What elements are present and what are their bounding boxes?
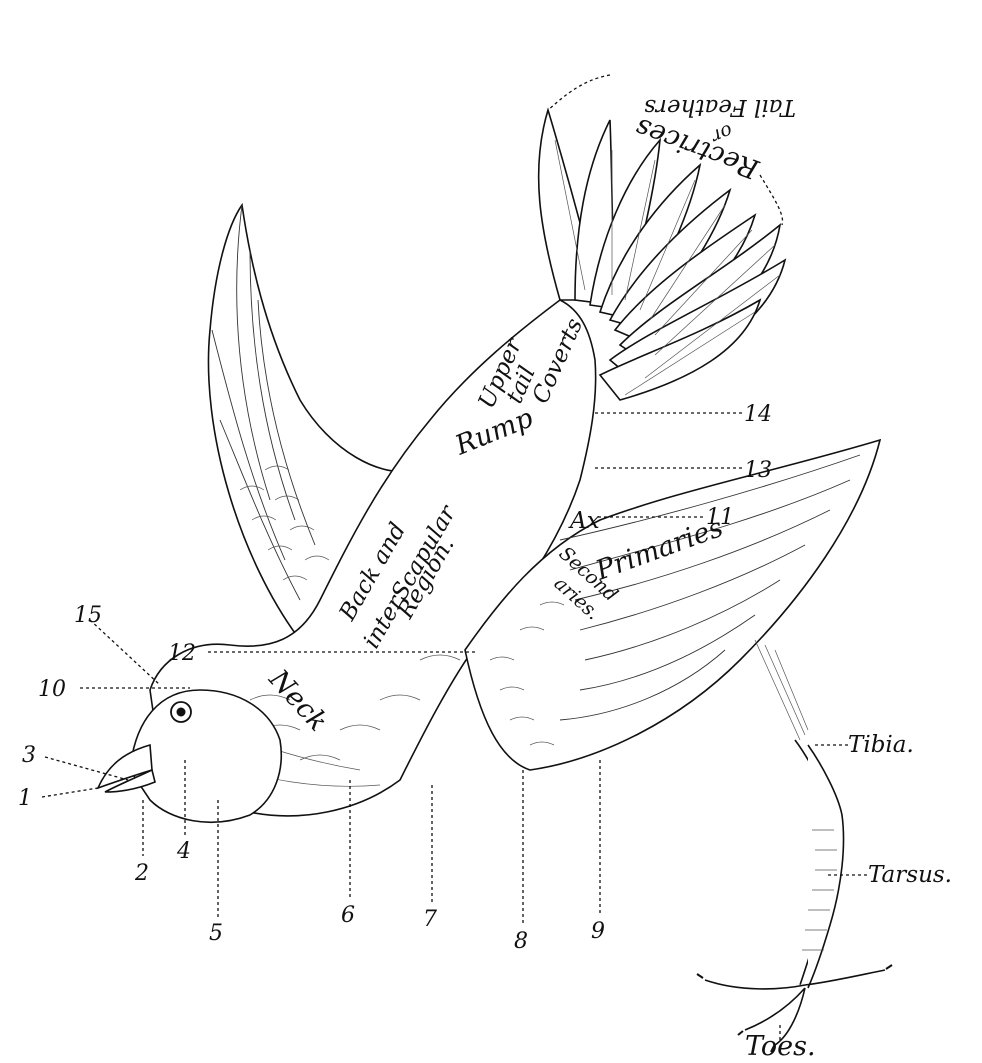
bird-leg bbox=[697, 640, 892, 1052]
bird-head bbox=[98, 690, 281, 822]
number-4: 4 bbox=[176, 839, 191, 864]
number-9: 9 bbox=[591, 919, 605, 944]
number-1: 1 bbox=[18, 786, 32, 811]
number-15: 15 bbox=[74, 603, 102, 628]
number-8: 8 bbox=[514, 929, 528, 954]
number-14: 14 bbox=[744, 402, 772, 427]
tarsus-label: Tarsus. bbox=[868, 862, 952, 888]
number-5: 5 bbox=[209, 921, 223, 946]
number-6: 6 bbox=[341, 903, 355, 928]
tibia-label: Tibia. bbox=[848, 732, 914, 758]
number-12: 12 bbox=[168, 641, 196, 666]
number-10: 10 bbox=[38, 677, 66, 702]
number-3: 3 bbox=[22, 743, 36, 768]
number-7: 7 bbox=[423, 907, 437, 932]
number-11: 11 bbox=[706, 505, 734, 530]
number-2: 2 bbox=[134, 861, 149, 886]
rectrices-label-line3: Tail Feathers bbox=[644, 94, 796, 120]
axillaries-label: Ax bbox=[568, 508, 600, 534]
toes-label: Toes. bbox=[745, 1031, 816, 1062]
number-13: 13 bbox=[744, 458, 772, 483]
